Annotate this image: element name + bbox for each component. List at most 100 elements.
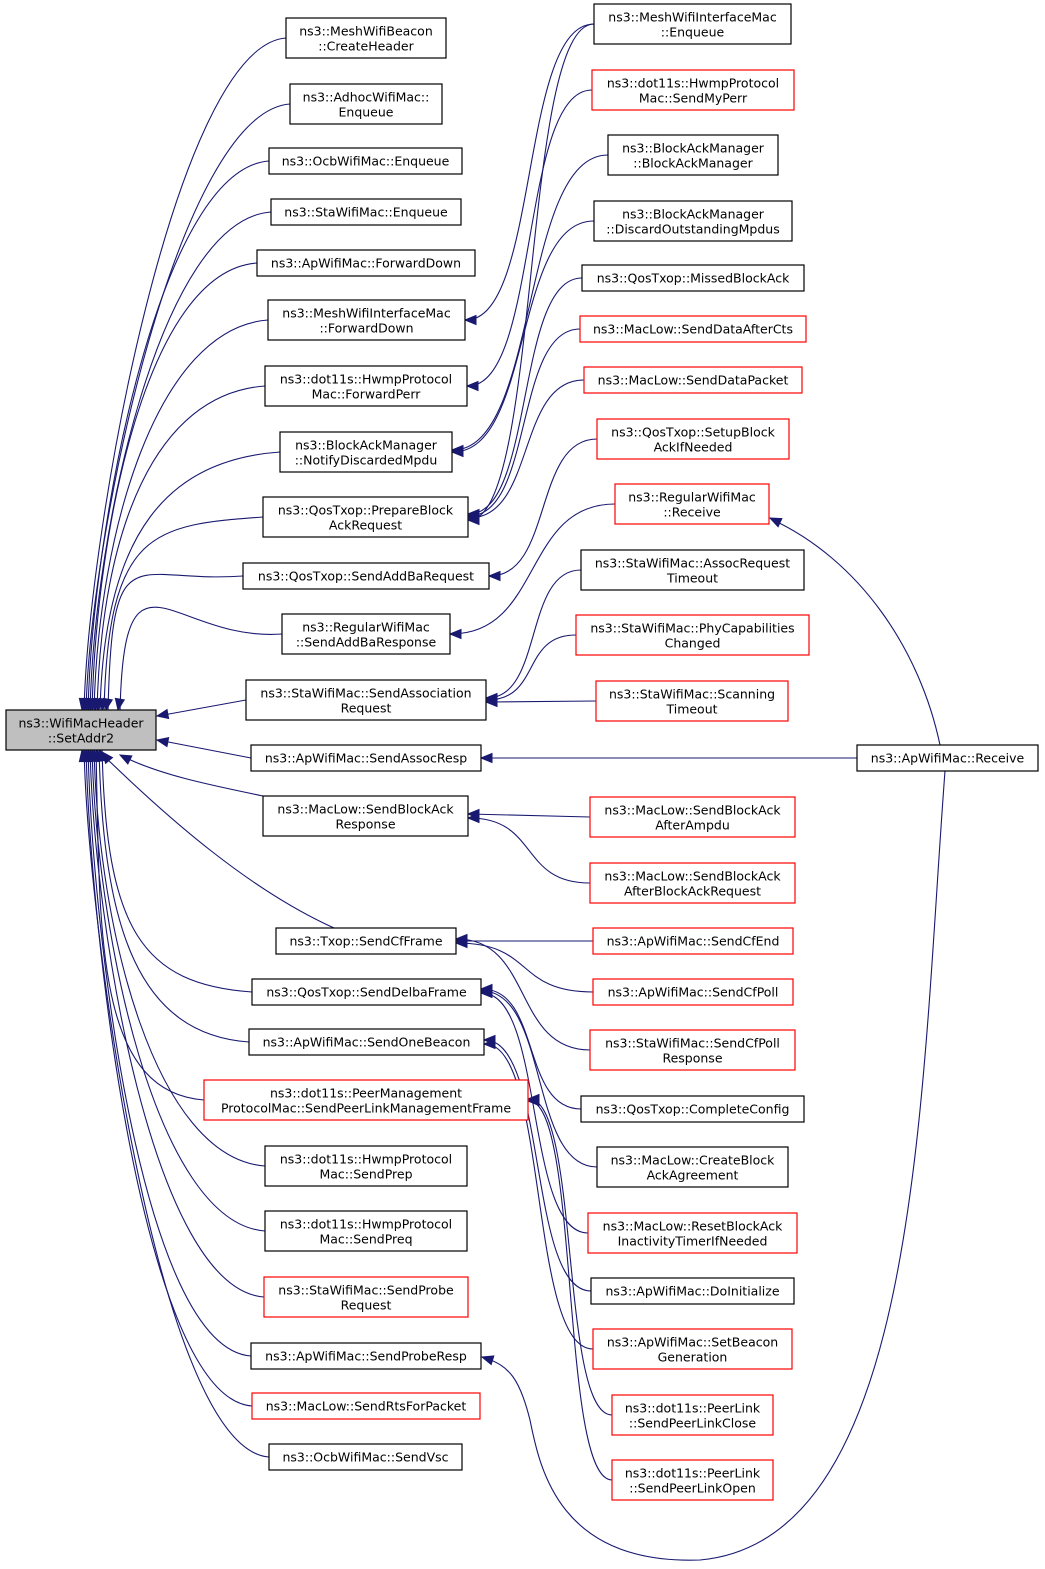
edge-maclow-senddatapacket-to-qos-prepareblockack [466, 379, 585, 524]
node-regular-sendaddbaresp[interactable]: ns3::RegularWifiMac::SendAddBaResponse [281, 613, 451, 655]
node-label: ns3::QosTxop::SendDelbaFrame [266, 985, 467, 1000]
node-label: Generation [658, 1350, 728, 1365]
edge-maclow-sendblockackafterbar-to-maclow-sendblockackresp [466, 812, 591, 884]
node-hwmp-forwardperr[interactable]: ns3::dot11s::HwmpProtocolMac::ForwardPer… [264, 365, 468, 407]
node-ap-sendcfend[interactable]: ns3::ApWifiMac::SendCfEnd [592, 927, 794, 955]
node-label: ::ForwardDown [319, 321, 413, 336]
edge-sta-sendassocreq-to-root [155, 699, 247, 720]
edge-bam-discardoutstanding-to-bam-notifydiscarded [450, 220, 595, 458]
node-ap-receive[interactable]: ns3::ApWifiMac::Receive [856, 744, 1039, 772]
node-label: ::Enqueue [661, 25, 725, 40]
node-label: AfterBlockAckRequest [624, 884, 761, 899]
node-label: Mac::SendPreq [319, 1232, 412, 1247]
node-label: ns3::ApWifiMac::SendCfPoll [608, 985, 779, 1000]
node-label: InactivityTimerIfNeeded [618, 1234, 768, 1249]
node-maclow-senddataaftercts[interactable]: ns3::MacLow::SendDataAfterCts [579, 315, 807, 343]
node-ap-doinitialize[interactable]: ns3::ApWifiMac::DoInitialize [590, 1277, 795, 1305]
node-mesh-beacon-createheader[interactable]: ns3::MeshWifiBeacon::CreateHeader [285, 17, 447, 59]
edge-ap-setbeacongen-to-ap-sendonebeacon [482, 1038, 594, 1350]
node-label: ns3::ApWifiMac::SetBeacon [607, 1335, 778, 1350]
node-qos-missedblockack[interactable]: ns3::QosTxop::MissedBlockAck [581, 264, 805, 292]
node-label: ns3::StaWifiMac::SendProbe [278, 1283, 454, 1298]
node-ap-sendonebeacon[interactable]: ns3::ApWifiMac::SendOneBeacon [248, 1028, 485, 1056]
edge-maclow-senddataaftercts-to-qos-prepareblockack [466, 328, 581, 522]
node-label: ns3::WifiMacHeader [18, 716, 144, 731]
node-maclow-senddatapacket[interactable]: ns3::MacLow::SendDataPacket [583, 366, 803, 394]
node-ap-forwarddown[interactable]: ns3::ApWifiMac::ForwardDown [256, 249, 476, 277]
node-maclow-sendblockackafterbar[interactable]: ns3::MacLow::SendBlockAckAfterBlockAckRe… [589, 862, 796, 904]
node-label: ::BlockAckManager [633, 156, 753, 171]
node-peerlink-sendclose[interactable]: ns3::dot11s::PeerLink::SendPeerLinkClose [611, 1394, 774, 1436]
node-txop-sendcfframe[interactable]: ns3::Txop::SendCfFrame [275, 927, 457, 955]
node-label: ns3::ApWifiMac::DoInitialize [605, 1284, 779, 1299]
node-label: Response [335, 817, 395, 832]
node-maclow-sendrts[interactable]: ns3::MacLow::SendRtsForPacket [251, 1392, 481, 1420]
node-label: ns3::RegularWifiMac [302, 620, 430, 635]
edge-adhoc-enqueue-to-root [80, 103, 291, 713]
node-label: ns3::MeshWifiBeacon [299, 24, 433, 39]
node-label: Changed [665, 636, 721, 651]
node-sta-enqueue[interactable]: ns3::StaWifiMac::Enqueue [270, 198, 462, 226]
node-label: Enqueue [339, 105, 394, 120]
node-label: ::SendAddBaResponse [296, 635, 437, 650]
node-label: ns3::QosTxop::MissedBlockAck [597, 271, 790, 286]
node-ocb-sendvsc[interactable]: ns3::OcbWifiMac::SendVsc [268, 1443, 463, 1471]
node-label: ns3::MacLow::SendBlockAck [604, 869, 781, 884]
node-meshif-enqueue[interactable]: ns3::MeshWifiInterfaceMac::Enqueue [593, 3, 792, 45]
node-label: ns3::dot11s::HwmpProtocol [280, 1152, 452, 1167]
node-peerlink-sendopen[interactable]: ns3::dot11s::PeerLink::SendPeerLinkOpen [611, 1459, 774, 1501]
node-label: Timeout [666, 571, 718, 586]
node-bam-discardoutstanding[interactable]: ns3::BlockAckManager::DiscardOutstanding… [593, 200, 793, 242]
node-label: ns3::QosTxop::SetupBlock [611, 425, 775, 440]
node-label: ns3::ApWifiMac::SendOneBeacon [263, 1035, 471, 1050]
node-pmp-sendpeerlinkmgmt[interactable]: ns3::dot11s::PeerManagementProtocolMac::… [203, 1079, 529, 1121]
node-regular-receive[interactable]: ns3::RegularWifiMac::Receive [614, 483, 770, 525]
node-ap-sendassocresp[interactable]: ns3::ApWifiMac::SendAssocResp [250, 744, 482, 772]
node-maclow-resetblockack[interactable]: ns3::MacLow::ResetBlockAckInactivityTime… [587, 1212, 798, 1254]
edge-txop-sendcfframe-to-root [101, 750, 335, 929]
node-qos-sendaddbareq[interactable]: ns3::QosTxop::SendAddBaRequest [242, 562, 490, 590]
node-label: Request [341, 701, 392, 716]
node-label: ns3::StaWifiMac::PhyCapabilities [590, 621, 794, 636]
node-label: ::SendPeerLinkClose [629, 1416, 756, 1431]
node-ap-sendproberesp[interactable]: ns3::ApWifiMac::SendProbeResp [250, 1342, 482, 1370]
node-qos-senddelbaframe[interactable]: ns3::QosTxop::SendDelbaFrame [251, 978, 482, 1006]
node-label: ns3::StaWifiMac::SendAssociation [260, 686, 471, 701]
node-label: ns3::MacLow::CreateBlock [611, 1153, 776, 1168]
edge-hwmp-sendpreq-to-root [86, 747, 266, 1232]
edge-maclow-sendrts-to-root [80, 747, 253, 1407]
edge-qos-prepareblockack-to-root [98, 516, 264, 713]
node-label: ns3::BlockAckManager [295, 438, 438, 453]
edge-ap-receive-to-ap-sendproberesp [480, 770, 946, 1561]
node-adhoc-enqueue[interactable]: ns3::AdhocWifiMac::Enqueue [289, 83, 443, 125]
node-ocb-enqueue[interactable]: ns3::OcbWifiMac::Enqueue [268, 147, 463, 175]
node-label: ns3::dot11s::PeerLink [625, 1401, 761, 1416]
node-label: ns3::MeshWifiInterfaceMac [282, 306, 451, 321]
node-qos-completeconfig[interactable]: ns3::QosTxop::CompleteConfig [580, 1095, 805, 1123]
node-ap-sendcfpoll[interactable]: ns3::ApWifiMac::SendCfPoll [592, 978, 794, 1006]
edge-ocb-sendvsc-to-root [78, 747, 270, 1458]
node-bam-notifydiscarded[interactable]: ns3::BlockAckManager::NotifyDiscardedMpd… [279, 431, 453, 473]
node-root[interactable]: ns3::WifiMacHeader::SetAddr2 [5, 709, 157, 751]
node-label: ns3::StaWifiMac::SendCfPoll [605, 1036, 780, 1051]
node-label: ns3::dot11s::PeerLink [625, 1466, 761, 1481]
edge-bam-ctor-to-bam-notifydiscarded [450, 154, 609, 456]
edge-regular-sendaddbaresp-to-root [114, 606, 283, 713]
node-bam-ctor[interactable]: ns3::BlockAckManager::BlockAckManager [607, 134, 779, 176]
node-meshif-forwarddown[interactable]: ns3::MeshWifiInterfaceMac::ForwardDown [267, 299, 466, 341]
